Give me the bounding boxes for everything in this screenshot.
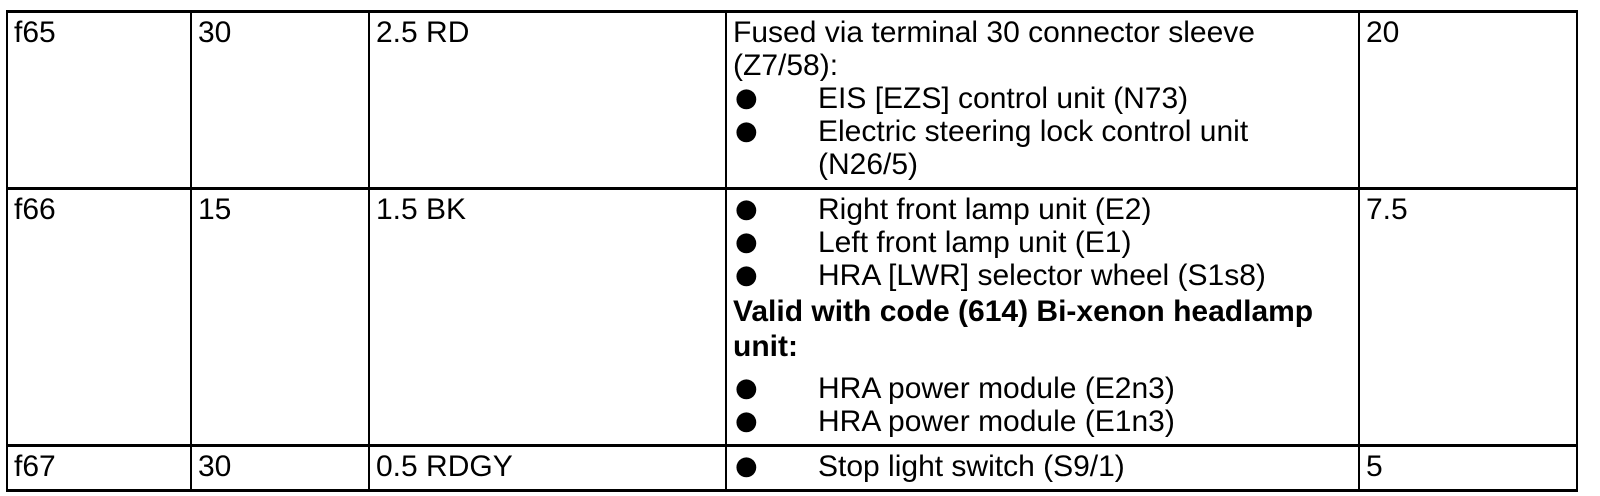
fuse-id-cell: f65	[6, 10, 192, 190]
bullet-icon: ●	[735, 406, 758, 436]
terminal-cell: 30	[190, 444, 370, 492]
fuse-allocation-table-wrap: f65 30 2.5 RD Fused via terminal 30 conn…	[6, 10, 1578, 492]
amperage-cell: 20	[1358, 10, 1578, 190]
bullet-item-label: HRA power module (E1n3)	[818, 405, 1175, 438]
bullet-list-item: ● HRA power module (E1n3)	[733, 405, 1348, 438]
bullet-list-item: ● Stop light switch (S9/1)	[733, 450, 1348, 483]
table-row-f66: f66 15 1.5 BK ● Right front lamp unit (E…	[6, 187, 1578, 447]
bullet-item-label: HRA [LWR] selector wheel (S1s8)	[818, 259, 1266, 292]
fuse-allocation-table: f65 30 2.5 RD Fused via terminal 30 conn…	[6, 10, 1578, 492]
wire-gauge-color-cell: 2.5 RD	[368, 10, 727, 190]
bullet-list-item: ● Left front lamp unit (E1)	[733, 226, 1348, 259]
fuse-id-cell: f66	[6, 187, 192, 447]
bullet-item-label: Left front lamp unit (E1)	[818, 226, 1132, 259]
bullet-item-label: Electric steering lock control unit (N26…	[818, 115, 1249, 181]
consumers-cell: ● Right front lamp unit (E2) ● Left fron…	[725, 187, 1360, 447]
terminal-cell: 30	[190, 10, 370, 190]
terminal-cell: 15	[190, 187, 370, 447]
bullet-icon: ●	[735, 451, 758, 481]
validity-note: Valid with code (614) Bi-xenon headlamp …	[733, 295, 1314, 363]
table-row-f67: f67 30 0.5 RDGY ● Stop light switch (S9/…	[6, 444, 1578, 492]
wire-gauge-color-cell: 0.5 RDGY	[368, 444, 727, 492]
fuse-id-cell: f67	[6, 444, 192, 492]
bullet-icon: ●	[735, 83, 758, 113]
description-text: Fused via terminal 30 connector sleeve (…	[733, 16, 1255, 82]
bullet-icon: ●	[735, 194, 758, 224]
bullet-list-item: ● EIS [EZS] control unit (N73)	[733, 82, 1348, 115]
bullet-list-item: ● Right front lamp unit (E2)	[733, 193, 1348, 226]
wire-gauge-color-cell: 1.5 BK	[368, 187, 727, 447]
bullet-icon: ●	[735, 260, 758, 290]
bullet-icon: ●	[735, 116, 758, 146]
bullet-item-label: EIS [EZS] control unit (N73)	[818, 82, 1189, 115]
bullet-icon: ●	[735, 227, 758, 257]
consumers-cell: Fused via terminal 30 connector sleeve (…	[725, 10, 1360, 190]
amperage-cell: 7.5	[1358, 187, 1578, 447]
bullet-icon: ●	[735, 373, 758, 403]
bullet-list-item: ● HRA power module (E2n3)	[733, 372, 1348, 405]
bullet-list-item: ● Electric steering lock control unit (N…	[733, 115, 1348, 181]
bullet-item-label: HRA power module (E2n3)	[818, 372, 1175, 405]
consumers-cell: ● Stop light switch (S9/1)	[725, 444, 1360, 492]
bullet-item-label: Stop light switch (S9/1)	[818, 450, 1125, 483]
bullet-list-item: ● HRA [LWR] selector wheel (S1s8)	[733, 259, 1348, 292]
table-row-f65: f65 30 2.5 RD Fused via terminal 30 conn…	[6, 10, 1578, 190]
bullet-item-label: Right front lamp unit (E2)	[818, 193, 1152, 226]
amperage-cell: 5	[1358, 444, 1578, 492]
